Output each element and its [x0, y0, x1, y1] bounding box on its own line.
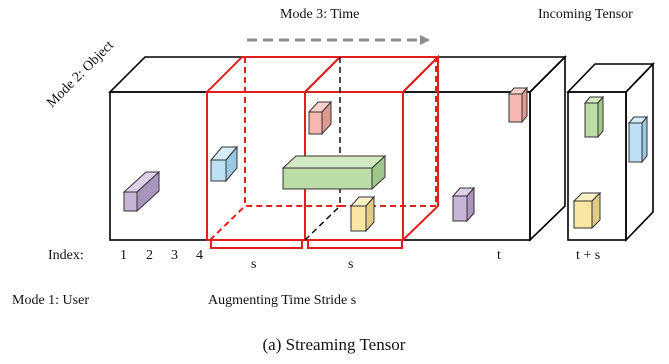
index-t: t [497, 248, 501, 263]
index-4: 4 [196, 248, 203, 263]
main-tensor [108, 55, 567, 242]
cube-pink-right [507, 86, 529, 124]
index-1: 1 [120, 248, 127, 263]
window2-top-face [302, 56, 441, 93]
incoming-tensor-label: Incoming Tensor [538, 7, 633, 22]
mode1-label: Mode 1: User [12, 293, 89, 308]
stride-bracket-1 [210, 240, 303, 249]
cube-pink-main [307, 100, 333, 136]
stride-brackets [210, 240, 403, 249]
mode2-label: Mode 2: Object [44, 38, 117, 111]
cube-blue-incoming [627, 115, 649, 164]
stride-bracket-2 [307, 240, 403, 249]
index-3: 3 [171, 248, 178, 263]
inner-depth-edges [304, 57, 341, 241]
cube-purple [122, 170, 161, 213]
time-stride-windows [204, 54, 441, 243]
cube-purple-right [451, 186, 476, 223]
index-label: Index: [48, 248, 84, 263]
stride-label-2: s [348, 257, 353, 272]
figure-caption: (a) Streaming Tensor [263, 335, 406, 354]
main-tensor-right-face [529, 55, 566, 242]
incoming-front-face [567, 91, 627, 241]
window1-top-face [204, 56, 343, 93]
augmenting-label: Augmenting Time Stride s [208, 293, 356, 308]
cube-green-incoming [583, 95, 605, 139]
index-2: 2 [146, 248, 153, 263]
window2-right-face [402, 54, 439, 243]
cube-yellow-main [349, 195, 376, 233]
window1-back-dashed [209, 205, 340, 241]
bar-green [281, 154, 387, 191]
stride-label-1: s [251, 257, 256, 272]
main-tensor-top-face [108, 56, 567, 93]
cube-yellow-incoming [572, 191, 602, 230]
index-t-plus-s: t + s [576, 248, 600, 263]
incoming-tensor [566, 62, 655, 242]
mode3-label: Mode 3: Time [280, 7, 359, 22]
cube-blue [209, 145, 239, 183]
